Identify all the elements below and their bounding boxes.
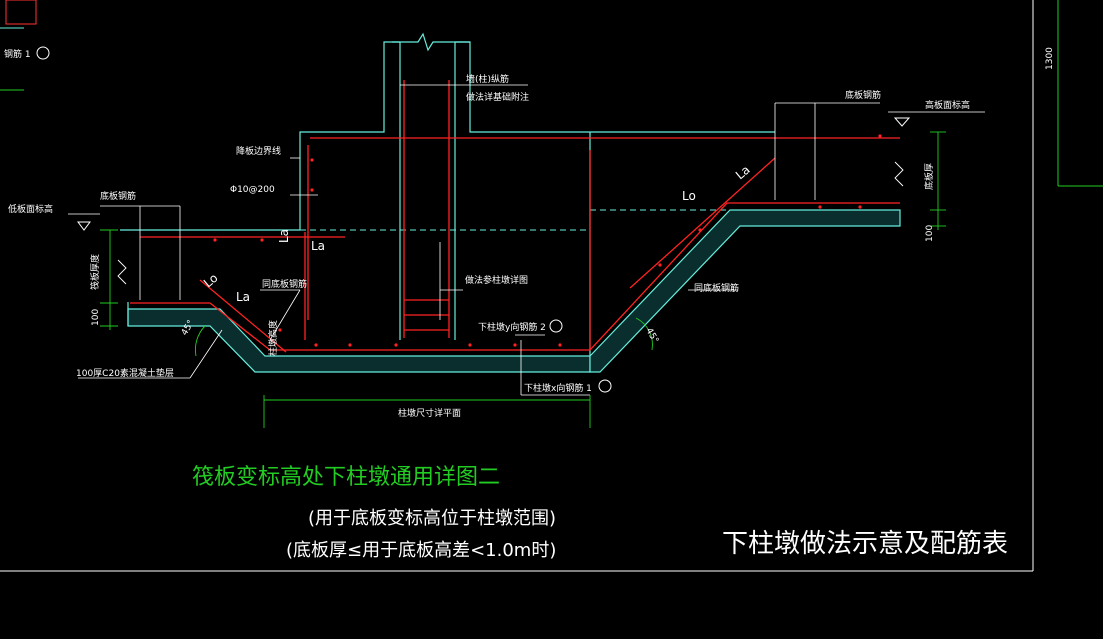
label-bottom-rebar-left: 底板钢筋 <box>100 190 136 202</box>
label-wall-column-rebar-note: 做法详基础附注 <box>466 91 529 103</box>
label-lo-6: La <box>733 163 753 183</box>
label-slab-thickness-right: 底板厚 <box>923 163 935 190</box>
label-same-bottom-rebar-left: 同底板钢筋 <box>262 278 307 290</box>
label-wall-column-rebar: 墙(柱)纵筋 <box>466 73 509 85</box>
label-lo-5: Lo <box>682 189 696 203</box>
label-pier-size: 柱墩尺寸详平面 <box>398 407 461 419</box>
label-column-detail-ref: 做法参柱墩详图 <box>465 274 528 286</box>
label-pier-height: 柱墩高度 <box>267 320 279 356</box>
high-elevation-marker <box>893 117 911 127</box>
sheet-main-title: 下柱墩做法示意及配筋表 <box>722 529 1008 559</box>
label-dropped-slab-edge: 降板边界线 <box>236 145 281 157</box>
break-mark-left <box>117 259 127 285</box>
concrete-bedding-right <box>589 209 901 373</box>
low-elevation-marker <box>77 221 91 231</box>
label-bedding: 100厚C20素混凝土垫层 <box>76 367 174 379</box>
top-left-label: 钢筋 1 <box>4 48 31 60</box>
label-high-slab-elev: 高板面标高 <box>925 99 970 111</box>
label-same-bottom-rebar-right: 同底板钢筋 <box>694 282 739 294</box>
label-bottom-rebar-right: 底板钢筋 <box>845 89 881 101</box>
break-mark-right <box>894 161 904 187</box>
label-dim-100-right: 100 <box>925 225 935 242</box>
label-tie-rebar: Φ10@200 <box>230 185 275 195</box>
dimension-lines <box>100 131 946 428</box>
label-pier-x-rebar: 下柱墩x向钢筋 1 <box>524 382 592 394</box>
label-low-slab-elev: 低板面标高 <box>8 203 53 215</box>
label-pier-y-rebar: 下柱墩y向钢筋 2 <box>478 321 546 333</box>
label-angle-right: 45° <box>643 327 660 346</box>
label-lo-3: Lo <box>201 271 221 291</box>
top-left-rebar-circle <box>36 46 50 60</box>
drawing-subtitle-1: (用于底板变标高位于柱墩范围) <box>308 508 556 529</box>
leader-lines <box>78 84 880 396</box>
label-lo-1: La <box>277 229 291 243</box>
rebar-lines <box>130 80 900 353</box>
top-left-fragment-box <box>5 0 37 25</box>
label-lo-4: La <box>236 290 250 304</box>
pier-y-rebar-circle <box>549 319 563 333</box>
drawing-subtitle-2: (底板厚≤用于底板高差<1.0m时) <box>286 540 556 561</box>
pier-x-rebar-circle <box>598 379 612 393</box>
drawing-title: 筏板变标高处下柱墩通用详图二 <box>192 465 500 490</box>
label-lo-2: La <box>311 239 325 253</box>
label-dim-100-left: 100 <box>91 309 101 326</box>
label-slab-thickness-left: 筏板厚度 <box>89 254 101 290</box>
wall-break-symbol <box>392 32 470 52</box>
rebar-dots <box>213 134 882 347</box>
dim-right-vertical: 1300 <box>1045 47 1055 70</box>
